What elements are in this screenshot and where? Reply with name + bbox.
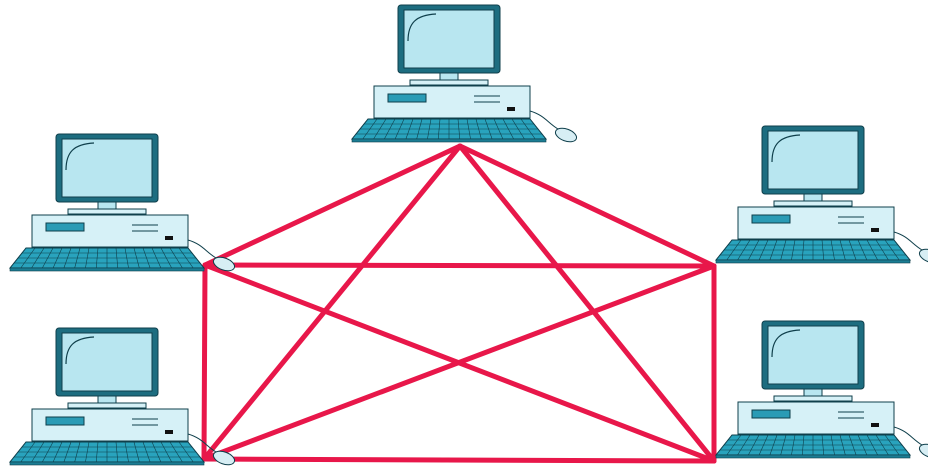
links-layer	[204, 146, 714, 461]
nodes-layer	[10, 5, 928, 467]
link-top-left-upper	[205, 146, 460, 265]
computer-right-upper	[716, 126, 928, 265]
computer-left-upper	[10, 134, 236, 273]
desktop-computer-icon	[10, 134, 236, 273]
desktop-computer-icon	[716, 126, 928, 265]
computer-top	[352, 5, 578, 144]
desktop-computer-icon	[716, 321, 928, 460]
link-left-upper-left-lower	[204, 265, 205, 459]
link-left-upper-right-upper	[205, 265, 714, 266]
computer-right-lower	[716, 321, 928, 460]
link-left-lower-right-lower	[204, 459, 714, 461]
link-top-right-upper	[460, 146, 714, 266]
desktop-computer-icon	[352, 5, 578, 144]
